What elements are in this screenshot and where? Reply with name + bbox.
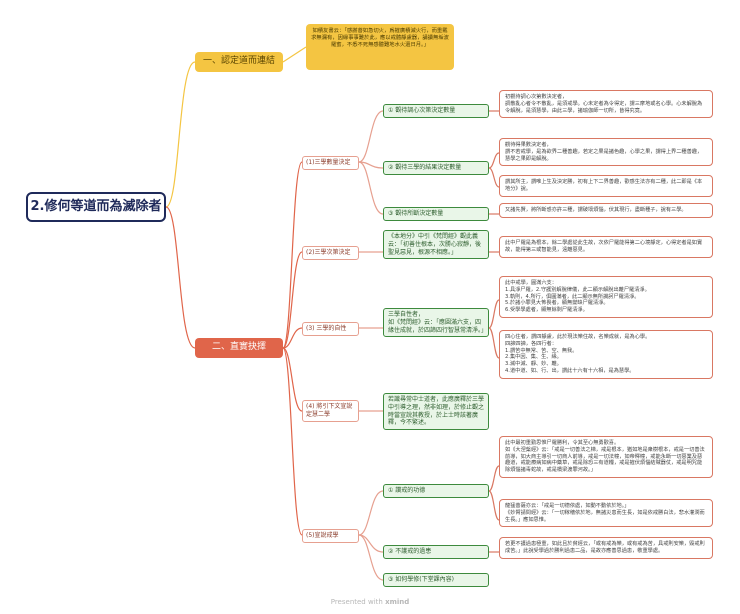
xmind-logo: xmind — [385, 598, 410, 606]
quote-note: 如積友書云：「感謝菩如急切火，爲摧廣積滅火行，而重戴求無漏有，因緣事事難於此，應… — [306, 24, 454, 70]
leaf-mind-taming: 初觀待調心次第數決定者， 調散亂心者令不散亂，是須戒學。心未定者為令得定，謂三摩… — [499, 90, 713, 119]
subtopic-nature-of-trainings[interactable]: (3) 三學的自性 — [302, 322, 359, 336]
item-ethics-benefits[interactable]: ① 讚戒的功德 — [383, 484, 489, 498]
item-abandonment-based-number[interactable]: ③ 觀待所斷決定數量 — [383, 207, 489, 221]
leaf-six-limbs: 此中戒學，圓滿六支： 1.具淨尸羅，2.守護別解脫律儀，此二顯示解脫出離尸羅清淨… — [499, 276, 713, 318]
leaf-nirvana-sutra: 此中最初重勤思惟尸羅勝利，令其至心無勇歡喜。 如《大涅槃經》云：「戒是一切善法之… — [499, 436, 713, 478]
subtopic-ethics-training[interactable]: (5)宣說戒學 — [302, 529, 359, 543]
leaf-faults: 若更不護過患極重，如此且於貧經云，「或有戒為樂，或有戒為苦，具戒則安樂，毀戒則成… — [499, 537, 713, 559]
footer-presented: Presented with — [330, 598, 386, 606]
subtopic-order-of-trainings[interactable]: (2)三學次第決定 — [302, 246, 359, 260]
subtopic-concentration-wisdom[interactable]: (4) 將引下文宣說定慧二學 — [302, 400, 359, 422]
footer-credit: Presented with xmind — [0, 598, 740, 606]
leaf-nagarjuna-quote: 龍猛菩薩亦云：「戒是一切德依處，如動不動依於地。」 《妙臂請問經》云：「一切稼穡… — [499, 499, 713, 528]
root-prefix: 2. — [30, 198, 45, 214]
leaf-abandonment: 又諸先賢，將所斷惑亦許三種，謂破壞煩惱，伏其現行，盡斷種子，說有三學。 — [499, 203, 713, 218]
topic-actual-decision[interactable]: 二、直實抉擇 — [195, 338, 283, 358]
subtopic-number-of-trainings[interactable]: (1)三學數量決定 — [302, 156, 359, 170]
root-label: 修何等道而為滅除者 — [44, 198, 162, 214]
leaf-order: 此中尸羅是為根本，餘二學處從此生故，次依尸羅能得第二心境靜定，心得定者是如實故，… — [499, 236, 713, 258]
leaf-four-truths: 四心住者，謂四靜慮，此於現法樂住故，名樂成就，是為心學。 四諦四諦，各四行者： … — [499, 330, 713, 379]
item-ethics-faults[interactable]: ② 不護戒的過患 — [383, 545, 489, 559]
item-result-based-number[interactable]: ② 觀待三學的結果決定數量 — [383, 161, 489, 175]
item-later-explanation[interactable]: 若識尋常中士道者，此應廣釋於三學中引導之理，然非如理，於修止觀之時當宣說其教授，… — [383, 393, 489, 431]
item-mind-taming-order[interactable]: ① 觀待調心次第決定數量 — [383, 104, 489, 118]
leaf-result-based: 觀待得果數決定者， 謂不若戒學，是為欲界二種善趣，若定之果是諸色趣，心學之果，謂… — [499, 138, 713, 167]
item-nature-definition[interactable]: 三學自性者， 如《梵問經》云：「應圓滿六支，四緣住成就，於四諦四行智慧常清淨。」 — [383, 308, 489, 338]
item-how-to-train[interactable]: ③ 如何學修(下堂課內容) — [383, 573, 489, 587]
topic-recognize-path[interactable]: 一、認定道而連結 — [195, 52, 283, 72]
root-node[interactable]: 2.修何等道而為滅除者 — [26, 192, 166, 222]
item-brahma-sutra-quote[interactable]: 《本地分》中引《梵問經》觀此義云：「初善住根本，次勝心寂靜，後聖見惡見，根源不相… — [383, 230, 489, 260]
leaf-upper-rebirth: 謂其所主，謂唯上生及決定勝，初有上下二界善趣，歡感生法亦有二種，此二即是《本地分… — [499, 175, 713, 197]
